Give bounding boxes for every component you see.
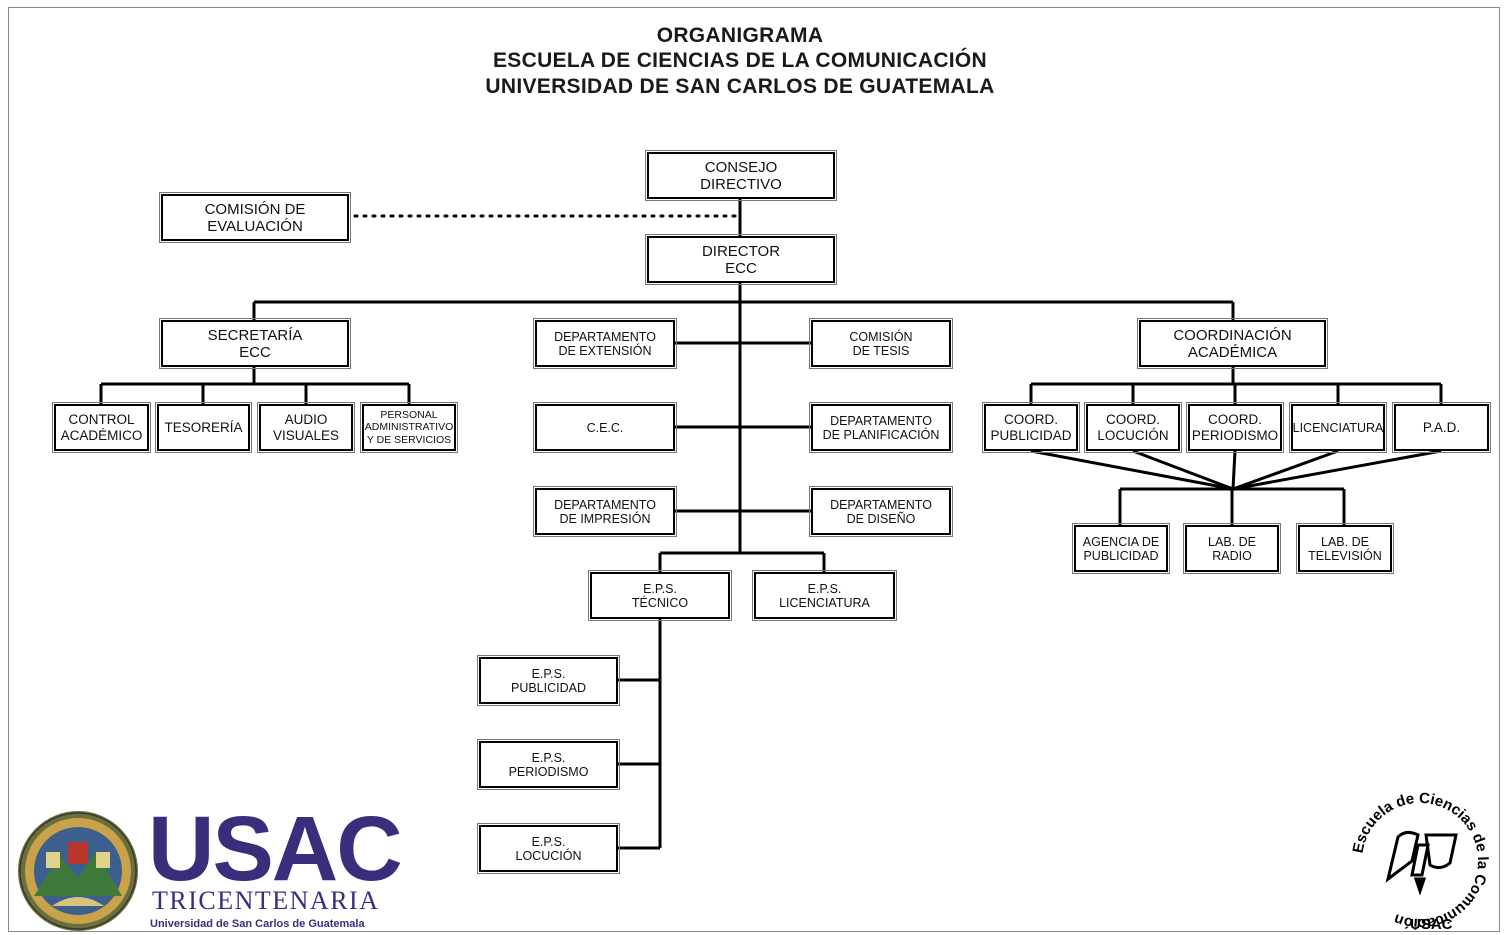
node-lab-television: LAB. DE TELEVISIÓN xyxy=(1296,523,1394,574)
node-eps-periodismo: E.P.S. PERIODISMO xyxy=(477,739,620,790)
node-eps-publicidad: E.P.S. PUBLICIDAD xyxy=(477,655,620,706)
node-lab-radio: LAB. DE RADIO xyxy=(1183,523,1281,574)
node-agencia-publicidad: AGENCIA DE PUBLICIDAD xyxy=(1072,523,1170,574)
node-dep-extension: DEPARTAMENTO DE EXTENSIÓN xyxy=(533,318,677,369)
node-audio-visuales: AUDIO VISUALES xyxy=(257,402,355,453)
university-line-text: Universidad de San Carlos de Guatemala xyxy=(150,918,365,930)
node-comision-tesis: COMISIÓN DE TESIS xyxy=(809,318,953,369)
chart-institution: UNIVERSIDAD DE SAN CARLOS DE GUATEMALA xyxy=(485,75,995,98)
node-coordinacion-academica: COORDINACIÓN ACADÉMICA xyxy=(1137,318,1328,369)
node-coord-periodismo: COORD. PERIODISMO xyxy=(1186,402,1284,453)
node-control-academico: CONTROL ACADÉMICO xyxy=(52,402,151,453)
usac-seal-logo xyxy=(18,811,138,931)
node-secretaria: SECRETARÍA ECC xyxy=(159,318,351,369)
node-dep-planificacion: DEPARTAMENTO DE PLANIFICACIÓN xyxy=(809,402,953,453)
node-comision-evaluacion: COMISIÓN DE EVALUACIÓN xyxy=(159,192,351,243)
node-consejo-directivo: CONSEJO DIRECTIVO xyxy=(645,150,837,201)
node-dep-diseno: DEPARTAMENTO DE DISEÑO xyxy=(809,486,953,537)
ecc-usac-text: USAC xyxy=(1410,916,1453,933)
node-coord-publicidad: COORD. PUBLICIDAD xyxy=(982,402,1080,453)
ecc-school-logo: Escuela de Ciencias de la Comunicación U… xyxy=(1350,790,1492,933)
tricentenaria-text: TRICENTENARIA xyxy=(152,886,380,915)
node-dep-impresion: DEPARTAMENTO DE IMPRESIÓN xyxy=(533,486,677,537)
node-licenciatura: LICENCIATURA xyxy=(1289,402,1387,453)
node-director: DIRECTOR ECC xyxy=(645,234,837,285)
node-eps-tecnico: E.P.S. TÉCNICO xyxy=(588,570,732,621)
node-tesoreria: TESORERÍA xyxy=(155,402,252,453)
chart-subtitle: ESCUELA DE CIENCIAS DE LA COMUNICACIÓN xyxy=(492,49,988,72)
node-cec: C.E.C. xyxy=(533,402,677,453)
node-pad: P.A.D. xyxy=(1392,402,1491,453)
node-eps-licenciatura: E.P.S. LICENCIATURA xyxy=(752,570,897,621)
page-frame xyxy=(8,7,1500,932)
chart-title: ORGANIGRAMA xyxy=(656,24,824,47)
svg-text:Escuela de Ciencias de la Comu: Escuela de Ciencias de la Comunicación xyxy=(1350,790,1492,932)
node-eps-locucion: E.P.S. LOCUCIÓN xyxy=(477,823,620,874)
usac-logo-text: USAC xyxy=(148,798,403,900)
node-personal-administrativo: PERSONAL ADMINISTRATIVO Y DE SERVICIOS xyxy=(360,402,458,453)
node-coord-locucion: COORD. LOCUCIÓN xyxy=(1084,402,1182,453)
